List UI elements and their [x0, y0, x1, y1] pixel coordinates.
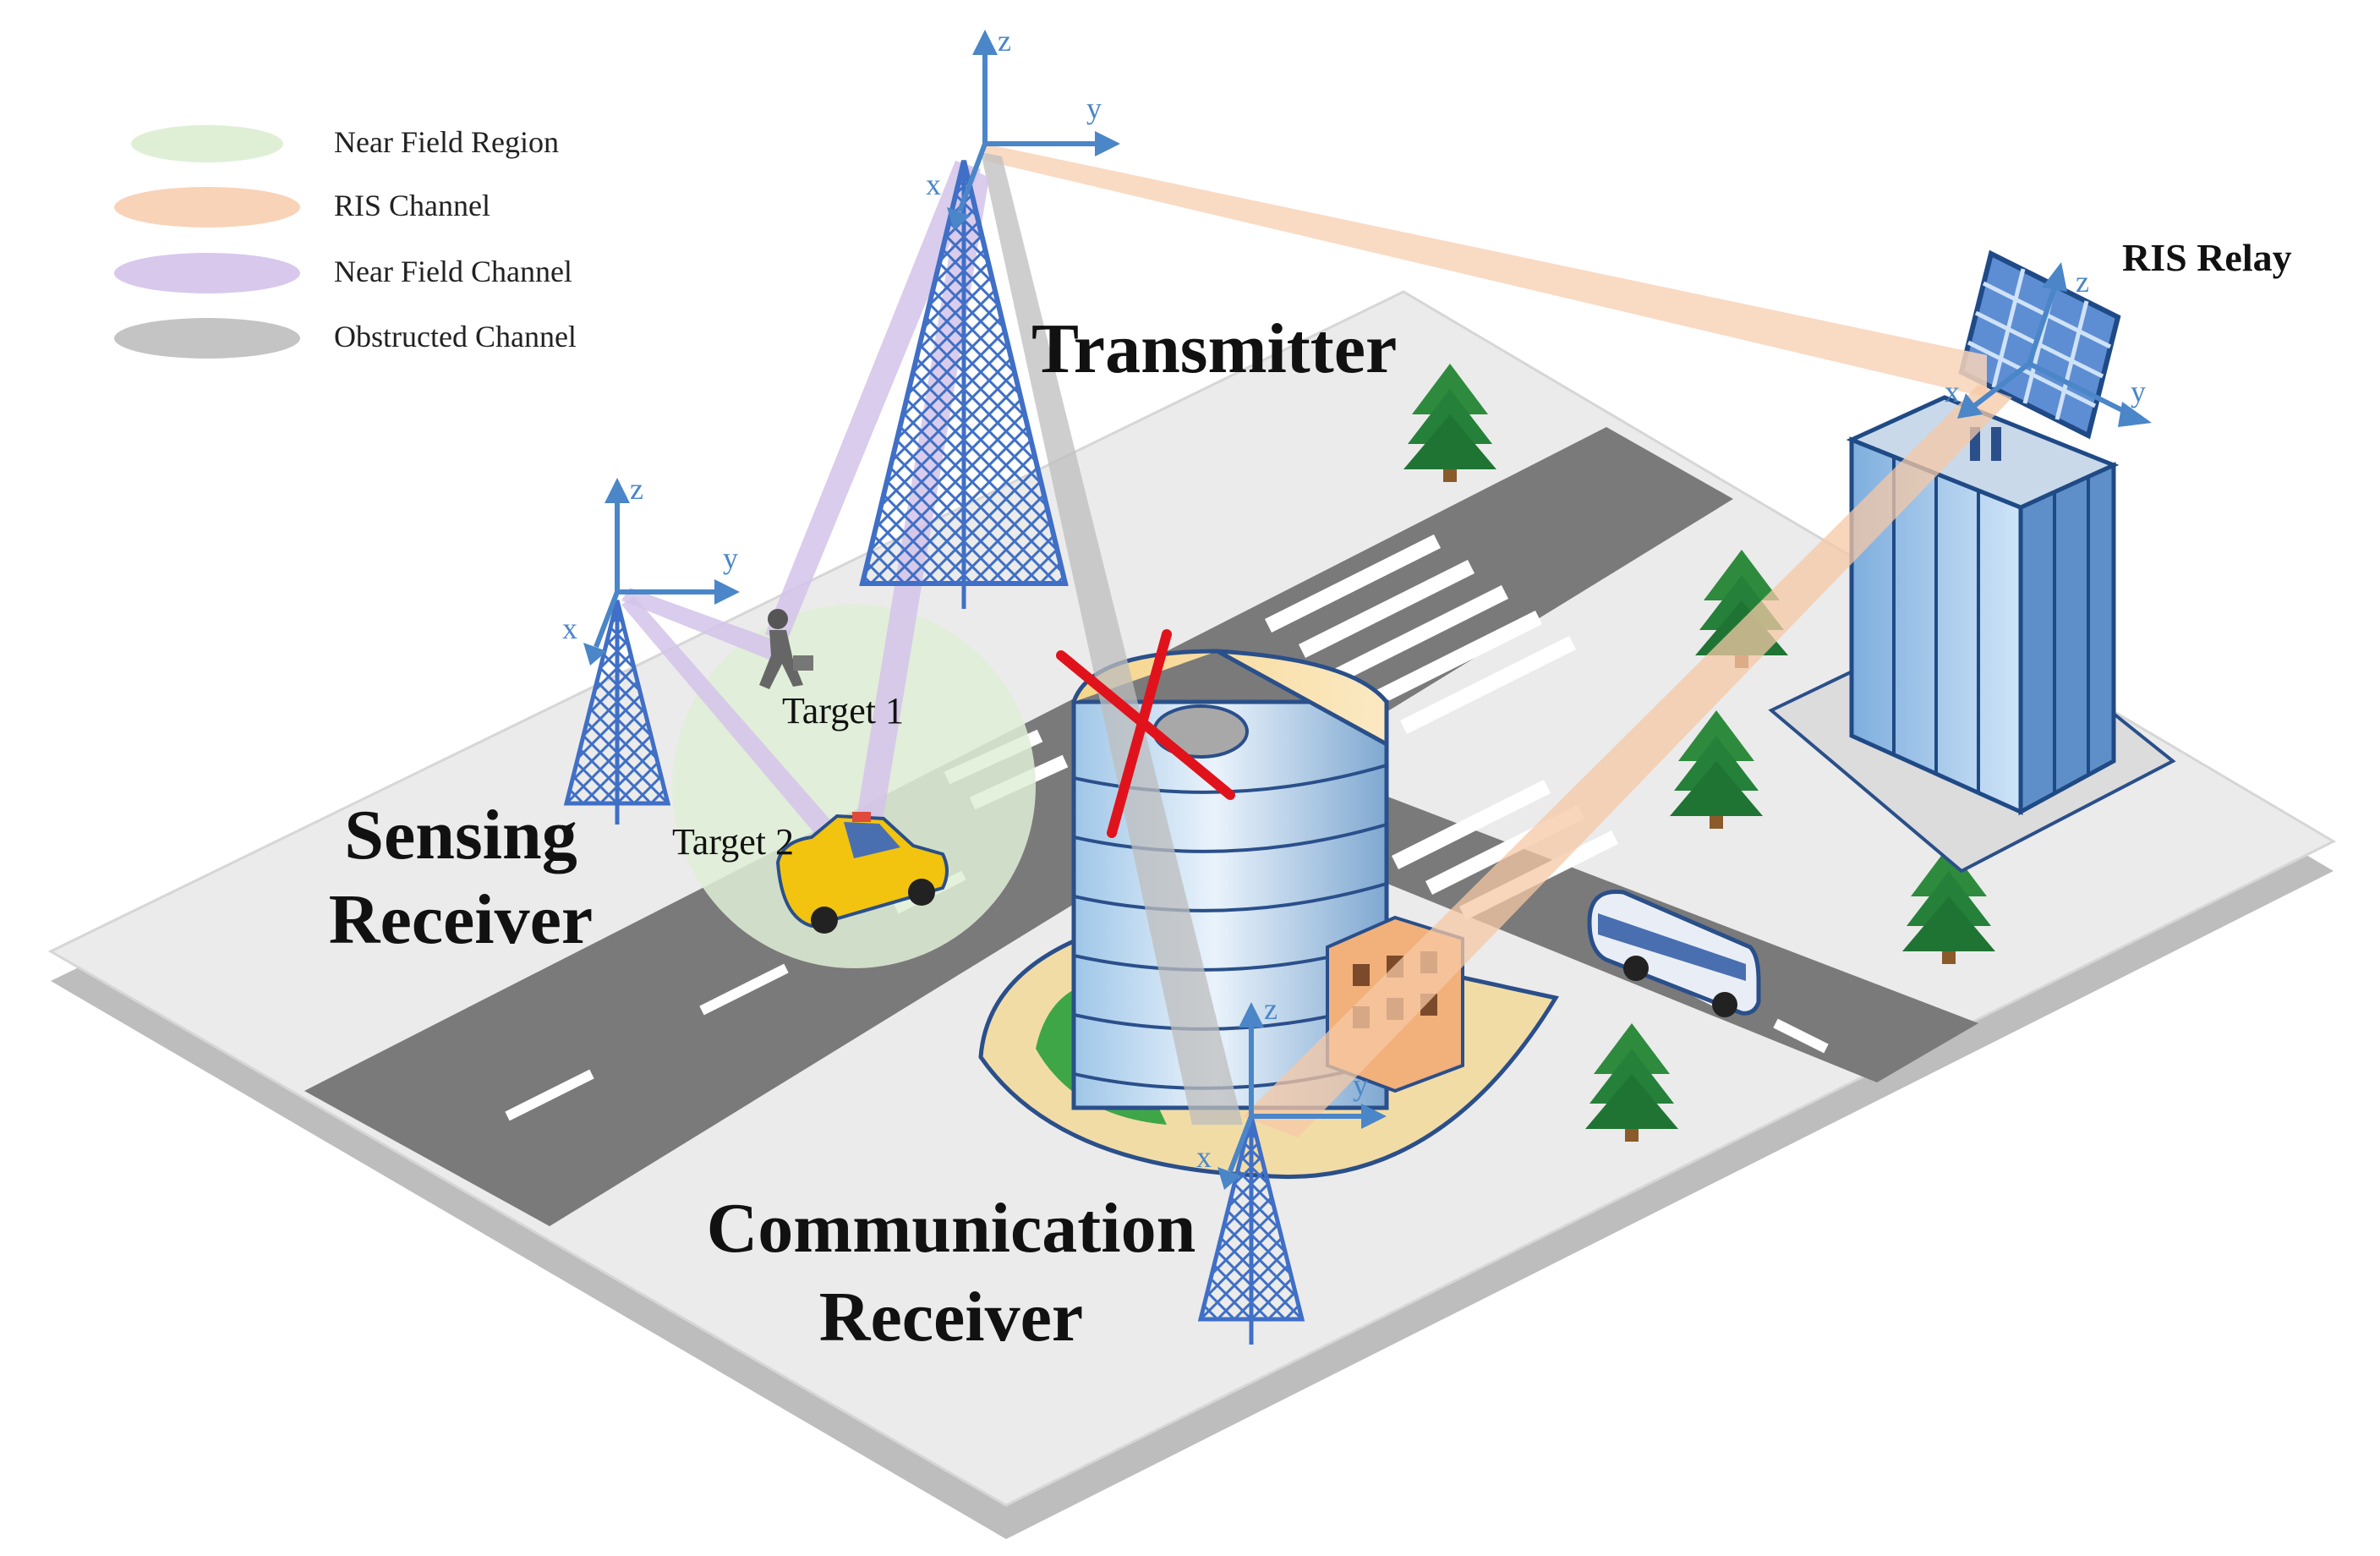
- legend: Near Field Region RIS Channel Near Field…: [114, 125, 577, 359]
- ris-channel-beam-rx: [1243, 385, 2012, 1137]
- trees: [1403, 364, 1995, 1142]
- axis-z-label: z: [1264, 992, 1278, 1026]
- building-face-right: [2018, 462, 2116, 816]
- axis-z-label: z: [998, 24, 1011, 58]
- tree-icon: [1585, 1023, 1678, 1142]
- target1-label: Target 1: [782, 690, 904, 731]
- axes-transmitter: z y x: [926, 24, 1120, 230]
- axis-y-label: y: [1353, 1068, 1368, 1102]
- ris-channel-beam-tx: [985, 144, 1987, 397]
- tree-icon: [1902, 846, 1995, 964]
- legend-swatch: [131, 125, 283, 162]
- axis-x-label: x: [1945, 375, 1960, 408]
- legend-item: Obstructed Channel: [114, 318, 577, 359]
- blocked-x-mark: [1056, 629, 1235, 838]
- near-field-beam-sensing2: [621, 596, 845, 850]
- target1-person-icon: [759, 609, 813, 689]
- near-field-beam-target1: [765, 161, 981, 643]
- axis-x-label: x: [926, 167, 941, 201]
- axes-sensing: z y x: [562, 472, 740, 666]
- axis-y-label: y: [723, 541, 738, 575]
- legend-label: RIS Channel: [334, 189, 490, 222]
- communication-receiver-label-line1: Communication: [707, 1189, 1196, 1268]
- bus-icon: [1587, 889, 1761, 1017]
- legend-swatch: [114, 253, 300, 293]
- ris-building: [1768, 249, 2176, 874]
- target2-label: Target 2: [672, 821, 794, 863]
- legend-label: Near Field Region: [334, 125, 559, 159]
- legend-swatch: [114, 187, 300, 227]
- obstructed-channel-beam: [981, 152, 1243, 1125]
- communication-receiver-label-line2: Receiver: [819, 1278, 1083, 1356]
- axis-y-label: y: [1086, 91, 1102, 125]
- building-roof: [1846, 395, 2120, 510]
- axis-x-label: x: [1196, 1140, 1212, 1174]
- target2-taxi-icon: [775, 812, 949, 934]
- tree-icon: [1670, 710, 1763, 829]
- ris-relay-label: RIS Relay: [2122, 236, 2292, 279]
- tree-icon: [1403, 364, 1496, 482]
- sensing-receiver-label-line1: Sensing: [344, 796, 577, 874]
- transmitter-tower: [859, 160, 1069, 609]
- axes-ris: z y x: [1945, 262, 2152, 427]
- axis-y-label: y: [2131, 375, 2146, 408]
- legend-swatch: [114, 318, 300, 359]
- legend-item: Near Field Channel: [114, 253, 572, 293]
- sensing-receiver-label-line2: Receiver: [329, 880, 593, 959]
- legend-item: RIS Channel: [114, 187, 490, 227]
- legend-label: Obstructed Channel: [334, 320, 577, 353]
- axis-x-label: x: [562, 611, 577, 645]
- legend-item: Near Field Region: [131, 125, 559, 162]
- sensing-receiver-tower: [563, 600, 671, 825]
- axis-z-label: z: [2076, 265, 2089, 299]
- axes-communication: z y x: [1196, 992, 1387, 1190]
- legend-label: Near Field Channel: [334, 255, 572, 288]
- communication-receiver-tower: [1197, 1115, 1305, 1345]
- axis-z-label: z: [630, 472, 643, 506]
- transmitter-label: Transmitter: [1031, 310, 1397, 388]
- crosswalk-top: [1264, 534, 1577, 735]
- near-field-beam-sensing1: [621, 588, 782, 660]
